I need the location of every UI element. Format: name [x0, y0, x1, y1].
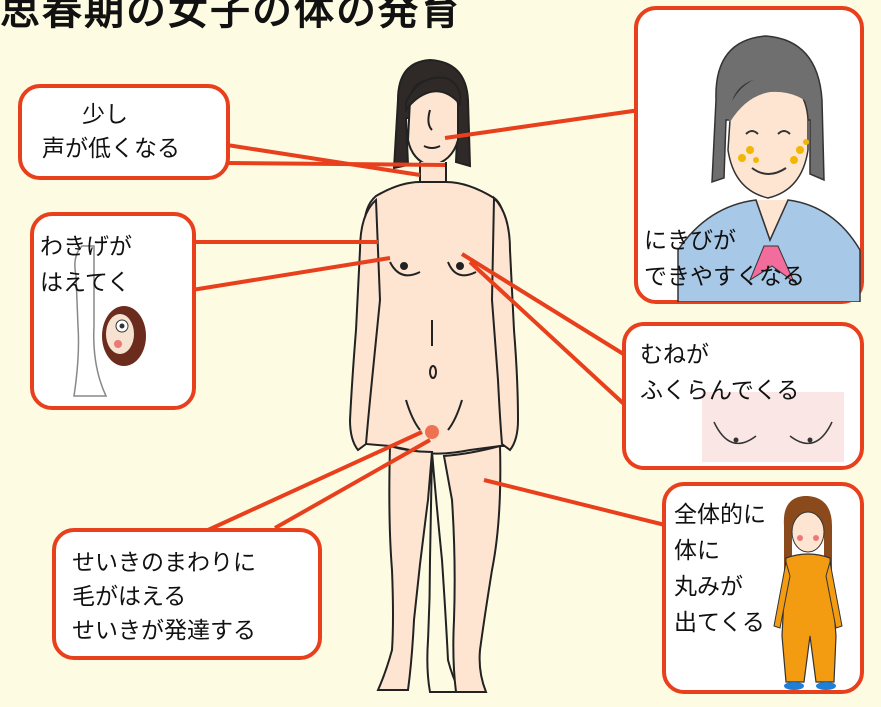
- callout-voice: 少し 声が低くなる: [18, 84, 230, 180]
- callout-genital-line3: せいきが発達する: [72, 618, 256, 644]
- callout-genital: せいきのまわりに 毛がはえる せいきが発達する: [52, 528, 322, 660]
- callout-genital-line2: 毛がはえる: [72, 584, 187, 610]
- callout-armpit-line1: わきげが: [40, 234, 132, 260]
- armpit-illustration: [73, 245, 146, 397]
- girl-illustration: [773, 496, 843, 690]
- callout-body: 全体的に 体に 丸みが 出てくる: [662, 482, 864, 694]
- callout-body-line4: 出てくる: [674, 610, 765, 636]
- callout-breast-line1: むねが: [640, 342, 709, 368]
- leader-lines: [191, 108, 666, 532]
- callout-voice-line1: 少し: [82, 102, 128, 128]
- callout-voice-line2: 声が低くなる: [42, 136, 180, 162]
- breast-illustration: [702, 392, 844, 462]
- callout-acne-line1: にきびが: [644, 228, 736, 254]
- callout-acne-line2: できやすくなる: [644, 264, 805, 290]
- callout-body-line2: 体に: [674, 538, 720, 564]
- callout-acne: にきびが できやすくなる: [634, 6, 864, 304]
- callout-armpit-line2: はえてく: [40, 270, 131, 296]
- callout-body-line1: 全体的に: [674, 502, 766, 528]
- callout-breast-line2: ふくらんでくる: [640, 378, 800, 404]
- callout-body-line3: 丸みが: [674, 574, 743, 600]
- callout-armpit: わきげが はえてく: [30, 212, 196, 410]
- callout-breast: むねが ふくらんでくる: [622, 322, 864, 470]
- page-title: 思春期の女子の体の発育: [0, 0, 462, 34]
- callout-genital-line1: せいきのまわりに: [72, 550, 256, 576]
- face-illustration: [677, 35, 861, 302]
- central-figure: [348, 58, 520, 693]
